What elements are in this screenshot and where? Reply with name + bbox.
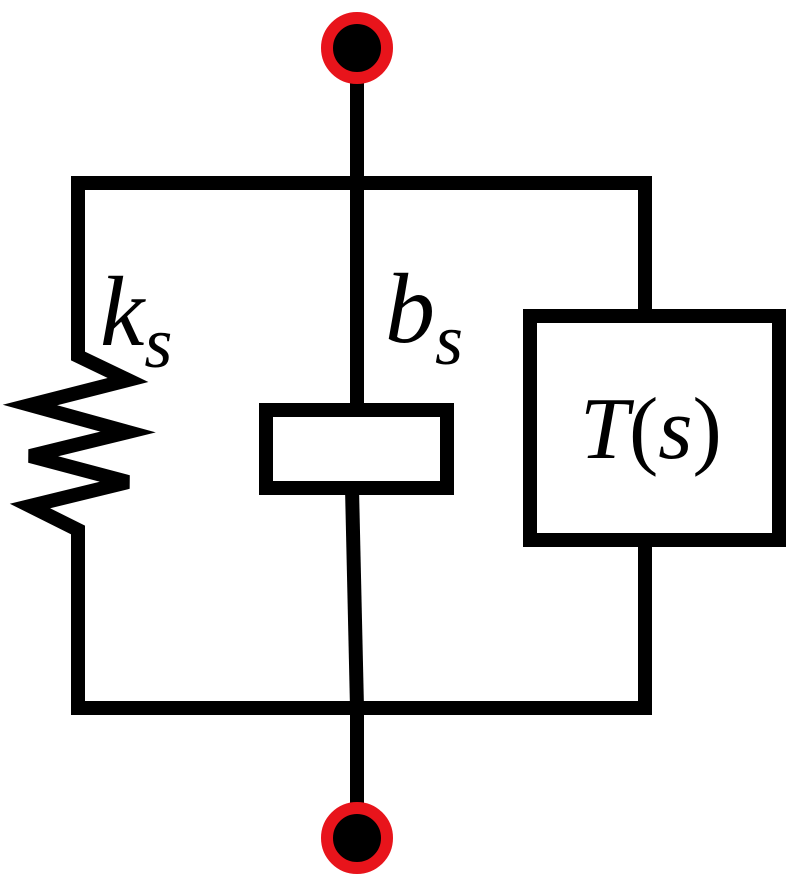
damper-lower-rod: [345, 487, 364, 709]
block-label: T(s): [580, 381, 722, 478]
spring-label-main: k: [100, 256, 146, 367]
damper-label-main: b: [385, 253, 435, 364]
damper-label-sub: s: [435, 300, 463, 380]
damper-label: bs: [385, 253, 463, 380]
top-terminal: [321, 12, 393, 84]
transfer-function-block: [523, 309, 786, 547]
bottom-terminal: [321, 802, 393, 874]
block-label-func: T: [580, 381, 635, 478]
damper-body: [259, 403, 454, 495]
block-label-arg: s: [658, 381, 692, 478]
spring-label-sub: s: [144, 303, 172, 383]
block-label-close: ): [693, 381, 722, 478]
spring-label: ks: [100, 256, 172, 383]
spring-branch: [2, 176, 156, 715]
block-label-open: (: [629, 381, 658, 478]
